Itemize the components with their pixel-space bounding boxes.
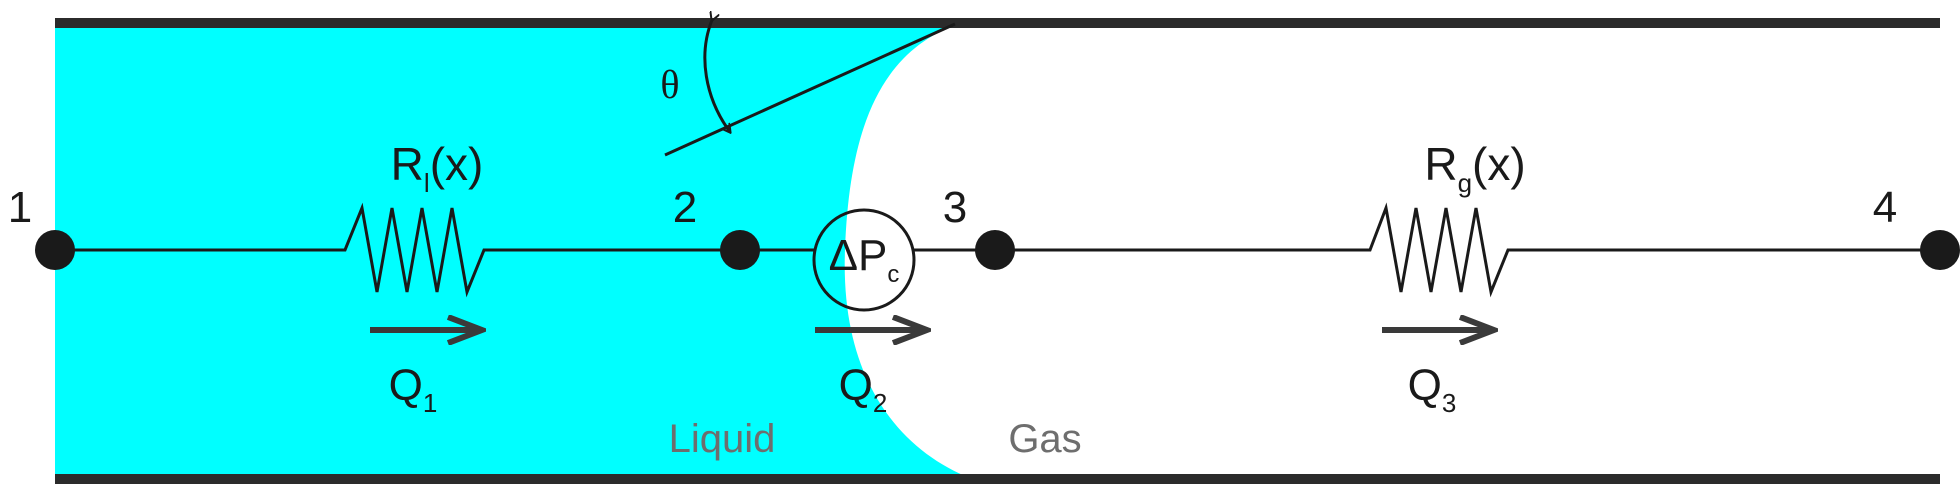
flow-label-q1: Q1 (389, 361, 438, 418)
flow-label-q2: Q2 (839, 361, 888, 418)
capillary-pressure-label: ΔPc (829, 231, 900, 288)
flow-label-q3: Q3 (1408, 361, 1457, 418)
liquid-resistance-label: Rl(x) (391, 138, 484, 198)
gas-resistance-label: Rg(x) (1424, 138, 1525, 198)
contact-angle-symbol: θ (660, 62, 679, 107)
circuit-wire (55, 202, 1940, 298)
node-4-label: 4 (1873, 183, 1897, 232)
node-2 (720, 230, 760, 270)
bottom-wall (55, 474, 1940, 484)
node-3-label: 3 (943, 183, 967, 232)
capillary-pressure-element (812, 208, 916, 312)
liquid-phase-label: Liquid (669, 417, 776, 461)
top-wall (55, 18, 1940, 28)
node-1 (35, 230, 75, 270)
node-3 (975, 230, 1015, 270)
node-2-label: 2 (673, 183, 697, 232)
gas-phase-label: Gas (1008, 417, 1081, 461)
node-4 (1920, 230, 1960, 270)
node-1-label: 1 (8, 183, 32, 232)
contact-angle-arc (703, 20, 730, 132)
